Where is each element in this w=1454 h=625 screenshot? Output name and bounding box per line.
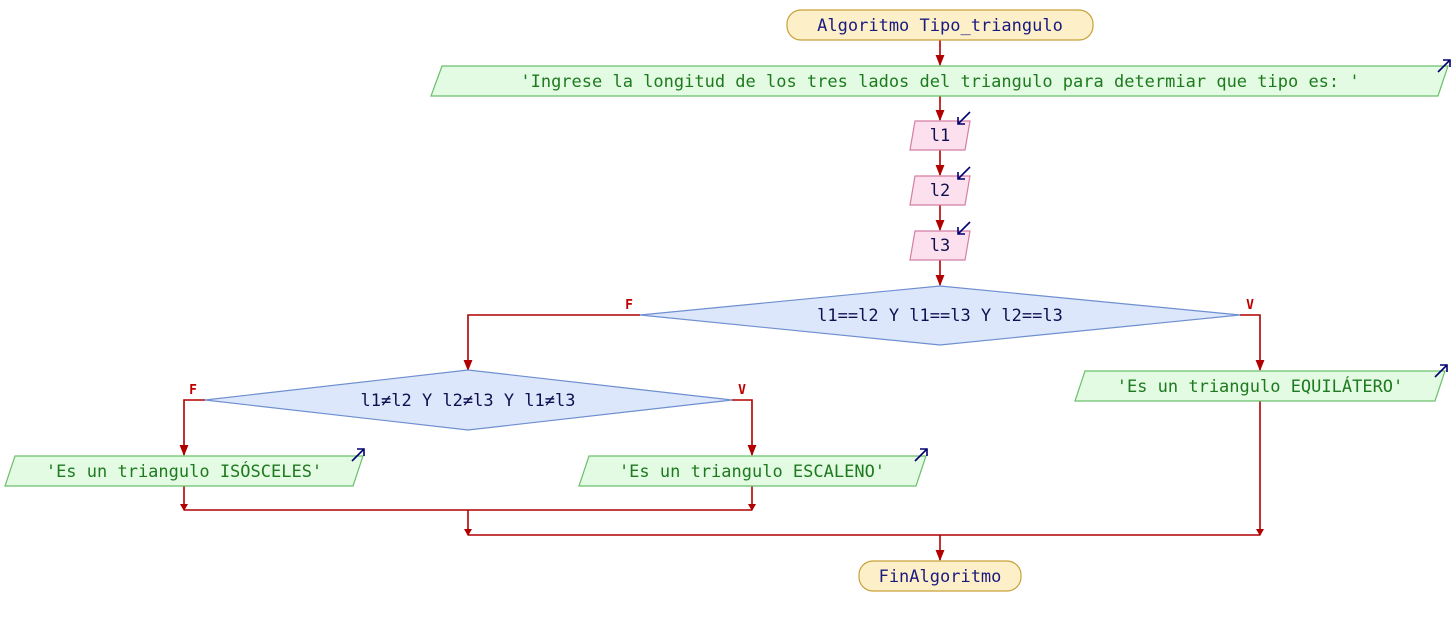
decision-inner-shape	[204, 369, 733, 431]
input-l2: l2	[909, 166, 971, 206]
end-terminal-shape	[858, 560, 1022, 592]
output-arrow-icon	[914, 448, 928, 462]
output-escaleno-shape	[578, 455, 927, 487]
output-equilatero: 'Es un triangulo EQUILÁTERO'	[1074, 364, 1448, 402]
start-terminal-text: Algoritmo Tipo_triangulo	[817, 16, 1063, 36]
output-isosceles: 'Es un triangulo ISÓSCELES'	[4, 448, 365, 487]
decision-inner-false-label: F	[189, 383, 197, 398]
decision-outer-shape	[639, 285, 1241, 346]
output-arrow-icon	[1434, 364, 1448, 378]
merge-tick-escaleno	[748, 504, 756, 511]
input-l1-shape	[909, 120, 971, 151]
decision-inner-text: l1≠l2 Y l2≠l3 Y l1≠l3	[361, 391, 576, 411]
decision-outer-true-label: V	[1246, 298, 1254, 313]
output-equilatero-text: 'Es un triangulo EQUILÁTERO'	[1117, 375, 1404, 397]
start-terminal: Algoritmo Tipo_triangulo	[786, 9, 1094, 41]
decision-inner-true-label: V	[738, 383, 746, 398]
output-isosceles-text: 'Es un triangulo ISÓSCELES'	[46, 460, 322, 482]
merge-tick-isosceles	[180, 504, 188, 511]
connectors	[179, 40, 1265, 562]
output-equilatero-shape	[1074, 370, 1446, 402]
merge-tick-equilatero	[1256, 529, 1264, 536]
output-arrow-icon	[1437, 59, 1451, 73]
input-arrow-icon	[957, 111, 971, 125]
output-isosceles-shape	[4, 455, 364, 487]
decision-outer: l1==l2 Y l1==l3 Y l2==l3 F V	[625, 285, 1254, 346]
decision-inner: l1≠l2 Y l2≠l3 Y l1≠l3 F V	[189, 369, 746, 431]
end-terminal: FinAlgoritmo	[858, 560, 1022, 592]
edge-inner-true	[732, 399, 757, 457]
prompt-output-shape	[430, 65, 1449, 97]
input-arrow-icon	[957, 166, 971, 180]
input-l3: l3	[909, 221, 971, 261]
decision-outer-false-label: F	[625, 298, 633, 313]
input-arrow-icon	[957, 221, 971, 235]
edge-outer-false	[463, 314, 640, 372]
decision-outer-text: l1==l2 Y l1==l3 Y l2==l3	[817, 306, 1063, 326]
end-terminal-text: FinAlgoritmo	[879, 567, 1002, 587]
input-l3-text: l3	[930, 236, 950, 256]
input-l2-shape	[909, 175, 971, 206]
prompt-output: 'Ingrese la longitud de los tres lados d…	[430, 59, 1451, 97]
input-l1: l1	[909, 111, 971, 151]
edge-inner-false	[179, 399, 205, 457]
input-l1-text: l1	[930, 126, 950, 146]
merge-tick-inner	[464, 529, 472, 536]
start-terminal-shape	[786, 9, 1094, 41]
input-l3-shape	[909, 230, 971, 261]
edge-outer-true	[1240, 314, 1265, 372]
output-arrow-icon	[351, 448, 365, 462]
output-escaleno-text: 'Es un triangulo ESCALENO'	[619, 462, 885, 482]
prompt-output-text: 'Ingrese la longitud de los tres lados d…	[520, 72, 1359, 92]
output-escaleno: 'Es un triangulo ESCALENO'	[578, 448, 928, 487]
input-l2-text: l2	[930, 181, 950, 201]
